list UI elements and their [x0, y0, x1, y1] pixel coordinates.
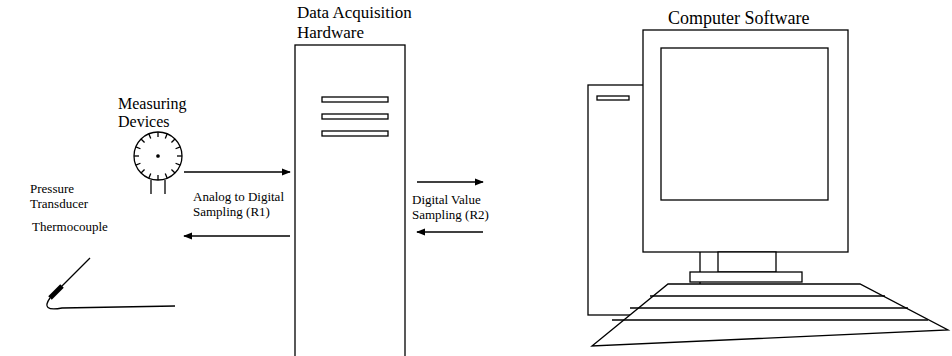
gauge-tick	[141, 139, 145, 143]
gauge-tick	[149, 134, 151, 139]
gauge-tick	[141, 169, 145, 173]
gauge-tick	[149, 174, 151, 179]
daq-tower	[295, 45, 405, 356]
edge-label: Analog to Digital Sampling (R1)	[193, 190, 293, 220]
gauge-tick	[176, 147, 181, 149]
gauge-tick	[157, 132, 158, 137]
gauge-tick	[171, 139, 175, 143]
gauge-tick	[165, 134, 167, 139]
computer-node: Computer Software	[588, 6, 950, 352]
sampling-arrow	[417, 231, 483, 232]
gauge-tick	[136, 147, 141, 149]
node-heading: Data Acquisition Hardware	[297, 3, 467, 42]
node-heading: Measuring Devices	[118, 95, 190, 132]
device-label: Pressure Transducer	[30, 182, 108, 212]
gauge-tick	[176, 163, 181, 165]
gauge-tick	[171, 169, 175, 173]
thermocouple-probe	[47, 258, 175, 309]
gauge-tick	[157, 175, 158, 180]
node-heading: Computer Software	[668, 8, 868, 29]
gauge-node: Measuring Devices	[112, 95, 184, 180]
pressure-gauge	[134, 132, 182, 194]
gauge-tick	[165, 174, 167, 179]
sampling-arrow	[184, 171, 290, 172]
gauge-tick	[177, 155, 182, 156]
computer	[588, 30, 948, 346]
device-label: Thermocouple	[32, 220, 132, 235]
gauge-tick	[136, 163, 141, 165]
sampling-arrow	[184, 235, 290, 236]
gauge-tick	[134, 155, 139, 156]
edge-label: Digital Value Sampling (R2)	[412, 193, 507, 223]
sampling-arrow	[417, 181, 483, 182]
daq-hardware-node: Data Acquisition Hardware	[295, 0, 405, 356]
